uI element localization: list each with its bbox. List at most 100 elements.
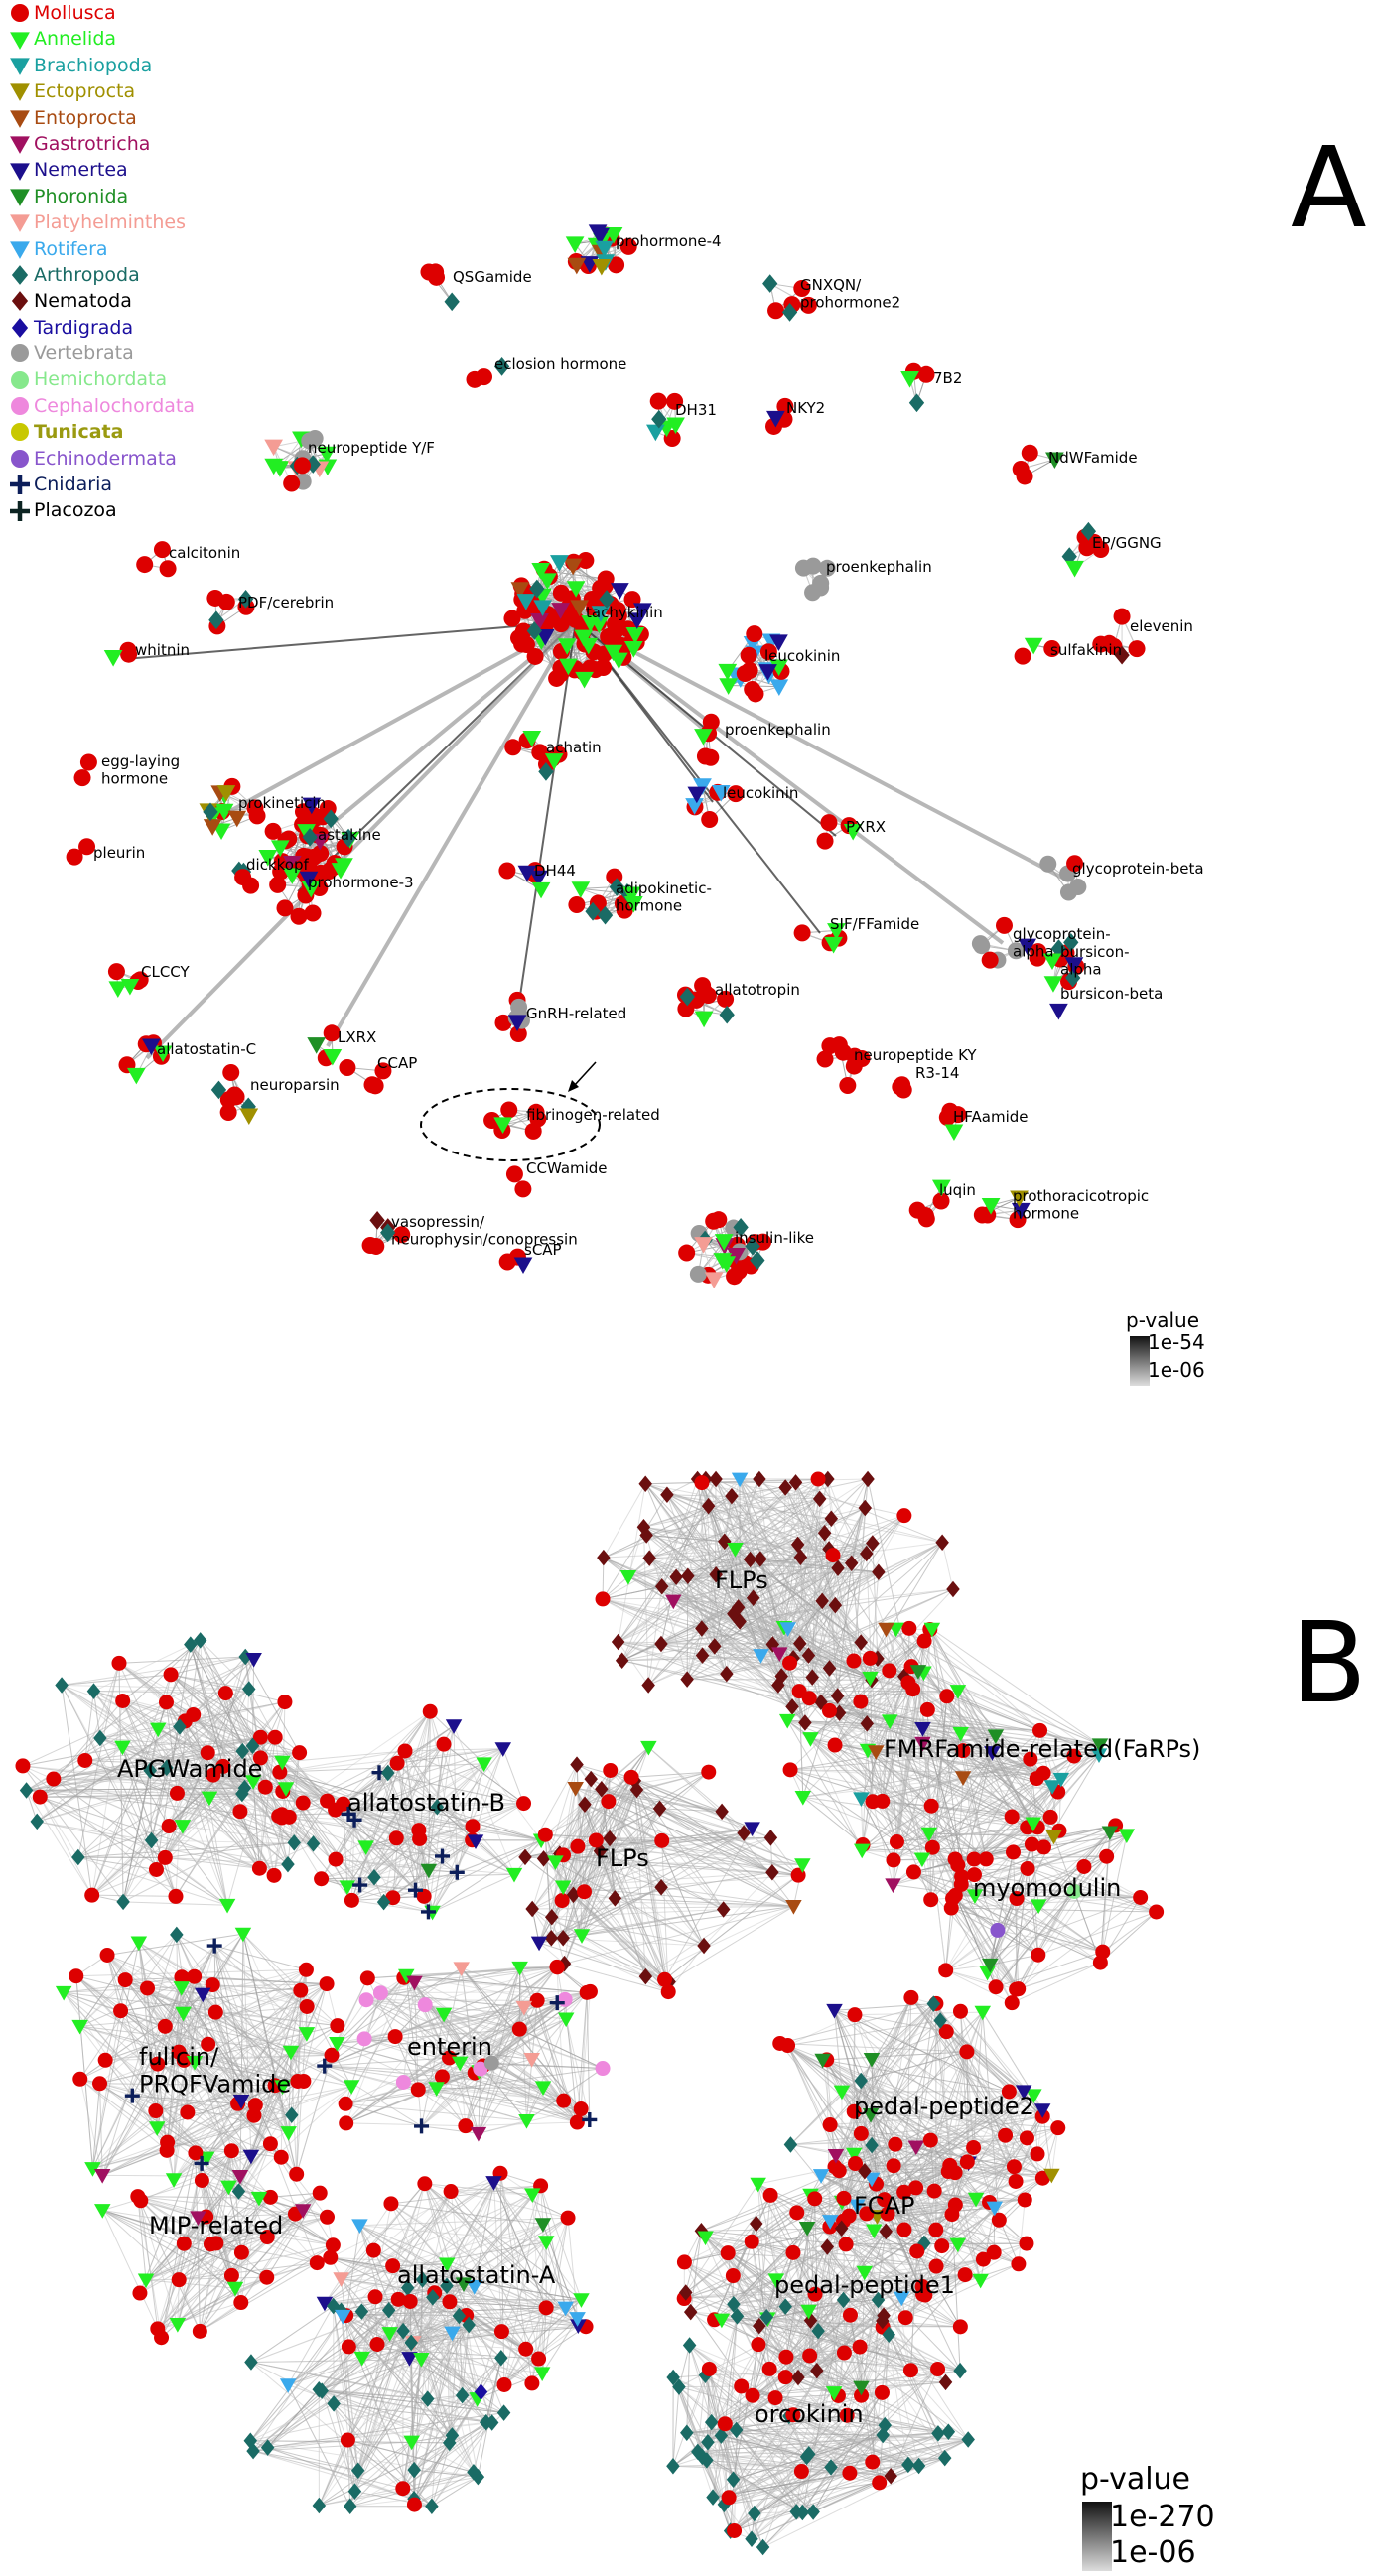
- similarity-edge: [77, 1856, 228, 1906]
- similarity-edge: [279, 1763, 484, 1773]
- inter-cluster-edge: [575, 619, 1063, 880]
- similarity-edge: [121, 1746, 170, 1827]
- similarity-edge: [321, 1878, 433, 1913]
- similarity-edge: [615, 1897, 794, 1907]
- inter-cluster-edge: [574, 619, 1005, 945]
- similarity-edge: [432, 1873, 515, 1913]
- similarity-edge: [551, 1937, 705, 1947]
- similarity-edge: [675, 1576, 871, 1679]
- similarity-edge: [957, 1691, 993, 1753]
- similarity-edge: [26, 1790, 93, 1896]
- similarity-edge: [347, 1772, 389, 1815]
- similarity-edge: [802, 1796, 864, 1845]
- similarity-edge: [646, 1535, 725, 1543]
- similarity-edge: [77, 1663, 120, 1858]
- similarity-edge: [673, 1600, 780, 1655]
- similarity-edge: [551, 1909, 724, 1918]
- similarity-edge: [36, 1746, 123, 1823]
- similarity-edge: [618, 1505, 710, 1643]
- similarity-edge: [335, 1809, 375, 1878]
- similarity-edge: [882, 1682, 909, 1802]
- similarity-edge: [359, 1884, 416, 1891]
- inter-cluster-edge: [227, 619, 577, 814]
- similarity-edge: [84, 1759, 223, 1767]
- similarity-edge: [279, 1771, 477, 1842]
- similarity-edge: [802, 1710, 830, 1798]
- similarity-edge: [621, 1478, 741, 1662]
- similarity-edge: [828, 1542, 873, 1550]
- similarity-edge: [647, 1604, 836, 1686]
- similarity-edge: [149, 1689, 250, 1771]
- similarity-edge: [267, 2237, 318, 2264]
- similarity-edge: [278, 1815, 477, 1842]
- similarity-edge: [165, 1857, 228, 1906]
- similarity-edge: [335, 1809, 416, 1891]
- similarity-edge: [957, 1691, 1013, 1818]
- similarity-edge: [618, 1548, 830, 1643]
- similarity-edge: [22, 1658, 254, 1767]
- similarity-edge: [427, 1725, 455, 1912]
- similarity-edge: [279, 1771, 515, 1875]
- similarity-edge: [281, 1814, 352, 1901]
- similarity-edge: [397, 1748, 503, 1764]
- similarity-edge: [875, 1629, 888, 1752]
- similarity-edge: [686, 1628, 703, 1680]
- similarity-edge: [627, 1558, 760, 1577]
- similarity-edge: [225, 1693, 300, 1754]
- similarity-edge: [193, 1714, 290, 1818]
- similarity-edge: [442, 1763, 485, 1857]
- similarity-edge: [618, 1641, 773, 1645]
- similarity-edge: [457, 1839, 542, 1873]
- similarity-edge: [118, 1662, 167, 1703]
- similarity-edge: [118, 1662, 261, 1738]
- similarity-edge: [876, 1735, 996, 1753]
- similarity-edge: [383, 1807, 438, 1903]
- similarity-edge: [992, 1752, 1034, 1825]
- similarity-edge: [118, 1662, 284, 1792]
- similarity-edge: [886, 1628, 1101, 1746]
- similarity-edge: [241, 1793, 304, 1804]
- similarity-edge: [829, 1629, 931, 1711]
- similarity-edge: [244, 1701, 286, 1789]
- similarity-edge: [643, 1526, 736, 1550]
- similarity-edge: [442, 1803, 524, 1857]
- similarity-edge: [648, 1558, 806, 1723]
- similarity-edge: [77, 1856, 157, 1870]
- similarity-edge: [860, 1798, 894, 1861]
- similarity-edge: [922, 1727, 1034, 1825]
- similarity-edge: [627, 1495, 733, 1577]
- similarity-edge: [790, 1769, 964, 1779]
- similarity-edge: [91, 1644, 192, 1896]
- inter-cluster-edge: [575, 620, 821, 934]
- similarity-edge: [851, 1478, 869, 1563]
- similarity-edge: [193, 1656, 246, 1715]
- similarity-edge: [886, 1628, 962, 1734]
- similarity-edge: [675, 1576, 806, 1723]
- similarity-edge: [633, 1780, 725, 1910]
- similarity-edge: [627, 1575, 761, 1656]
- similarity-edge: [931, 1628, 1101, 1746]
- similarity-edge: [531, 1908, 564, 1939]
- similarity-edge: [834, 1628, 888, 1746]
- similarity-edge: [61, 1685, 241, 1813]
- similarity-edge: [609, 1837, 669, 1992]
- similarity-edge: [350, 1820, 355, 1901]
- similarity-edge: [702, 1655, 790, 1664]
- similarity-edge: [927, 1708, 1101, 1746]
- similarity-edge: [378, 1772, 524, 1805]
- similarity-edge: [802, 1758, 1031, 1798]
- similarity-edge: [714, 1645, 761, 1656]
- similarity-edge: [672, 1482, 796, 1602]
- similarity-edge: [347, 1814, 430, 1871]
- similarity-edge: [177, 1752, 208, 1794]
- similarity-edge: [378, 1710, 431, 1774]
- similarity-edge: [387, 1772, 515, 1875]
- similarity-edge: [415, 1839, 473, 1891]
- similarity-edge: [868, 1744, 1100, 1751]
- similarity-edge: [404, 1750, 477, 1842]
- similarity-edge: [91, 1868, 157, 1896]
- similarity-edge: [648, 1558, 741, 1622]
- similarity-edge: [157, 1728, 228, 1906]
- similarity-edge: [739, 1478, 789, 1629]
- similarity-edge: [931, 1752, 993, 1848]
